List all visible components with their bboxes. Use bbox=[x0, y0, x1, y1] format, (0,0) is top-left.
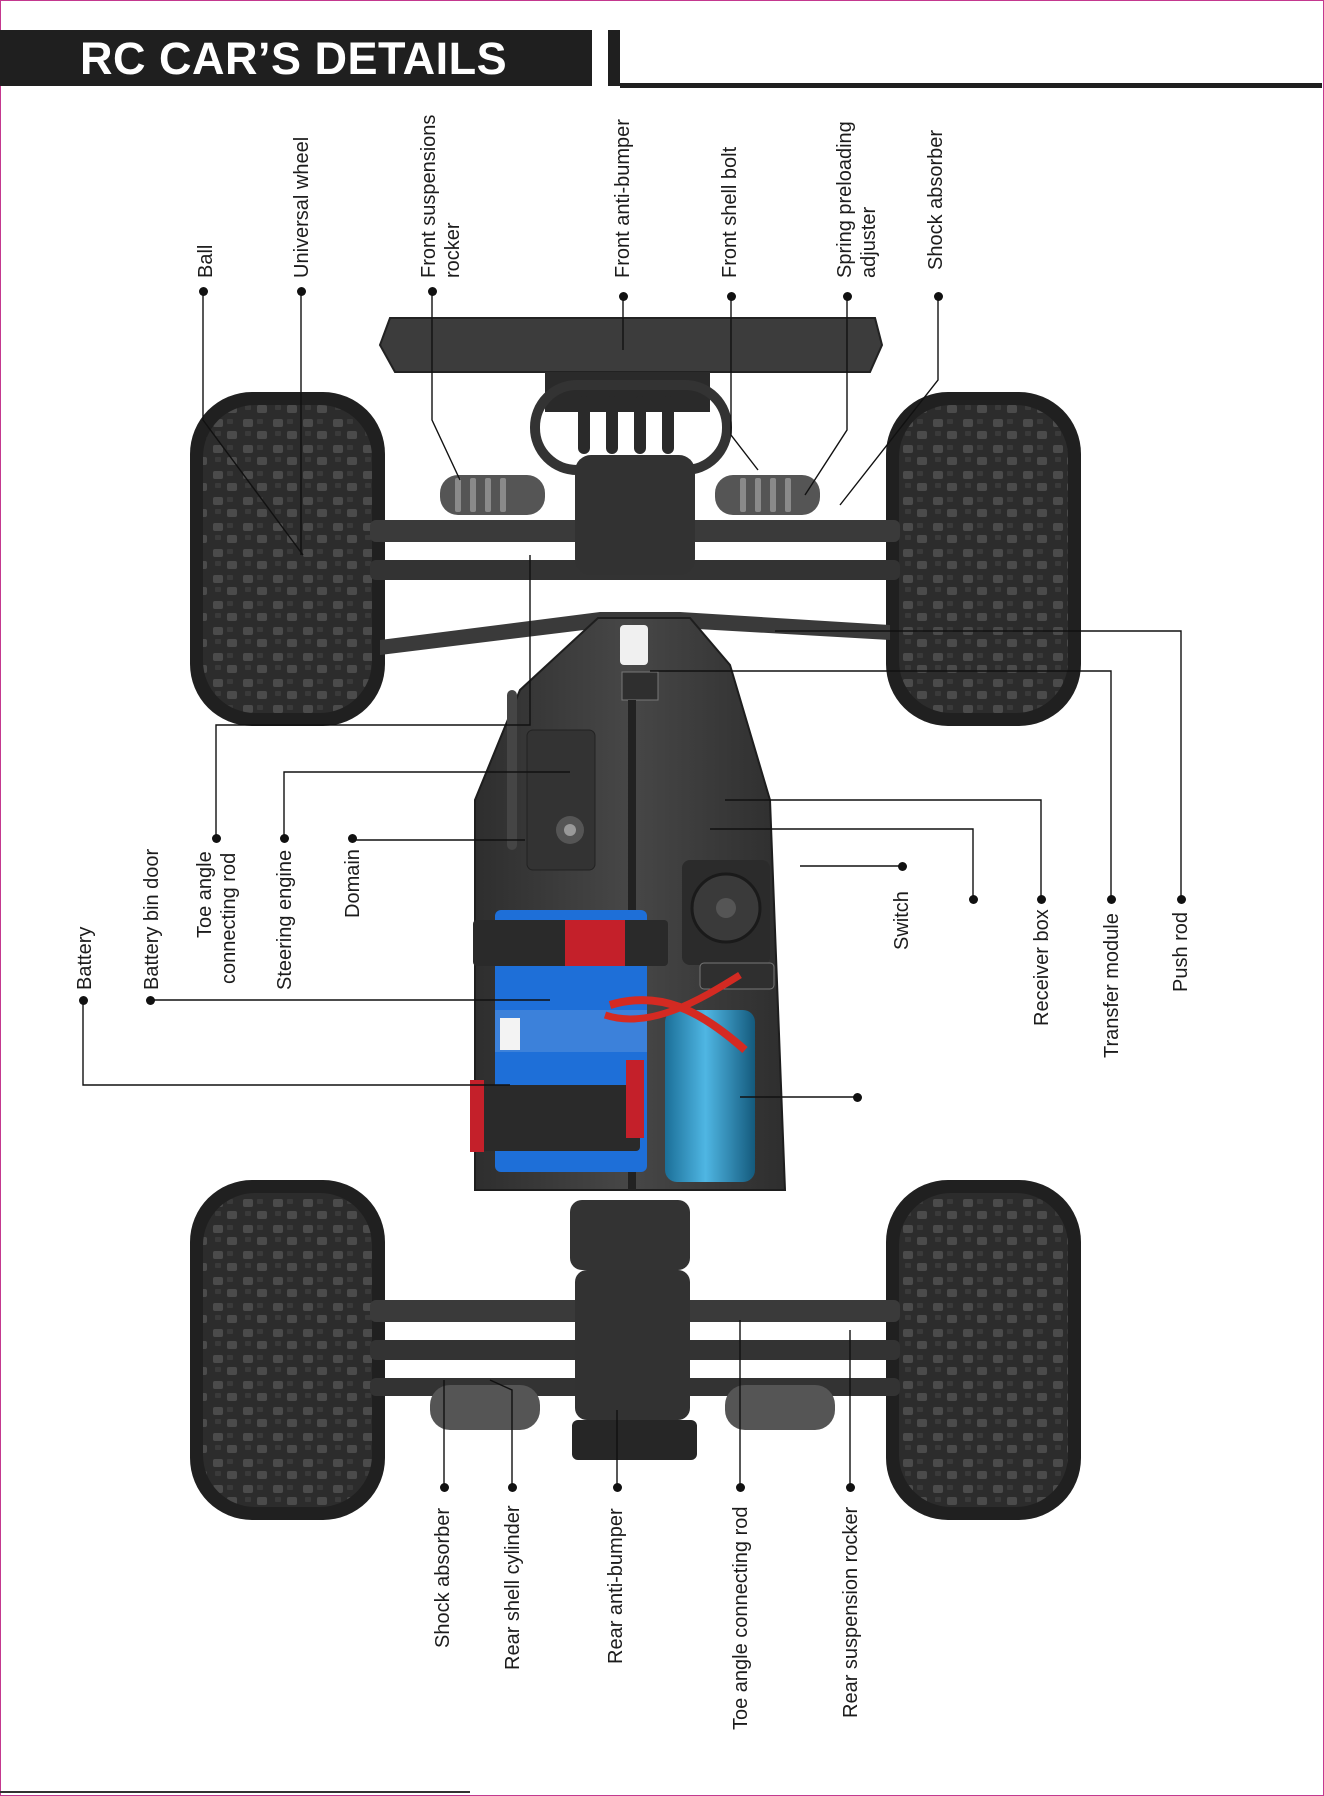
label-ball: Ball bbox=[195, 244, 217, 278]
bottom-rule bbox=[0, 1791, 470, 1793]
leader-dot bbox=[618, 291, 628, 301]
leader-dot bbox=[145, 995, 155, 1005]
label-transfer-module: Transfer module bbox=[1101, 913, 1123, 1058]
leader-dot bbox=[347, 833, 357, 843]
label-spring-preloading-adjuster-line2: adjuster bbox=[858, 206, 880, 278]
label-front-shell-bolt: Front shell bolt bbox=[719, 146, 741, 278]
label-rear-suspension-rocker: Rear suspension rocker bbox=[840, 1506, 862, 1718]
label-push-rod: Push rod bbox=[1170, 911, 1192, 992]
leader-dot bbox=[198, 286, 208, 296]
leader-dot bbox=[507, 1482, 517, 1492]
leader-dot bbox=[845, 1482, 855, 1492]
leader-dot bbox=[726, 291, 736, 301]
label-rear-shell-cylinder: Rear shell cylinder bbox=[502, 1505, 524, 1670]
label-shock-absorber-rear: Shock absorber bbox=[432, 1507, 454, 1648]
rear-right-tire bbox=[886, 1180, 1081, 1520]
leader-dot bbox=[735, 1482, 745, 1492]
leader-dot bbox=[897, 861, 907, 871]
leader-dot bbox=[78, 995, 88, 1005]
label-domain: Domain bbox=[342, 849, 364, 918]
leader-dot bbox=[612, 1482, 622, 1492]
leader-dot bbox=[296, 286, 306, 296]
leader-dot bbox=[279, 833, 289, 843]
label-front-suspensions-rocker-line1: Front suspensions bbox=[418, 114, 440, 278]
label-toe-angle-connecting-rod-line2: connecting rod bbox=[218, 852, 240, 984]
leader-dot bbox=[1106, 894, 1116, 904]
label-battery: Battery bbox=[74, 926, 96, 990]
header-accent-block bbox=[608, 30, 620, 86]
front-left-tire bbox=[190, 392, 385, 726]
label-steering-engine: Steering engine bbox=[274, 849, 296, 990]
label-front-anti-bumper: Front anti-bumper bbox=[612, 119, 634, 278]
leader-dot bbox=[211, 833, 221, 843]
leader-dot bbox=[933, 291, 943, 301]
header-rule bbox=[620, 83, 1322, 88]
leader-dot bbox=[968, 894, 978, 904]
label-receiver-box: Receiver box bbox=[1031, 909, 1053, 1026]
front-right-tire bbox=[886, 392, 1081, 726]
page-title: RC CAR’S DETAILS bbox=[80, 33, 508, 84]
leader-dot bbox=[842, 291, 852, 301]
label-rear-anti-bumper: Rear anti-bumper bbox=[605, 1508, 627, 1664]
rear-left-tire bbox=[190, 1180, 385, 1520]
label-battery-bin-door: Battery bin door bbox=[141, 848, 163, 990]
label-spring-preloading-adjuster-line1: Spring preloading bbox=[834, 121, 856, 278]
label-toe-angle-connecting-rod-line1: Toe angle bbox=[194, 851, 216, 938]
leader-dot bbox=[1176, 894, 1186, 904]
header-bar bbox=[0, 30, 592, 86]
leader-dot bbox=[439, 1482, 449, 1492]
leader-dot bbox=[427, 286, 437, 296]
label-front-suspensions-rocker-line2: rocker bbox=[442, 222, 464, 278]
label-switch: Switch bbox=[891, 891, 913, 950]
label-shock-absorber-front: Shock absorber bbox=[925, 129, 947, 270]
label-universal-wheel: Universal wheel bbox=[291, 136, 313, 278]
leader-dot bbox=[852, 1092, 862, 1102]
leader-dot bbox=[1036, 894, 1046, 904]
label-toe-angle-connecting-rod-rear: Toe angle connecting rod bbox=[730, 1506, 752, 1731]
